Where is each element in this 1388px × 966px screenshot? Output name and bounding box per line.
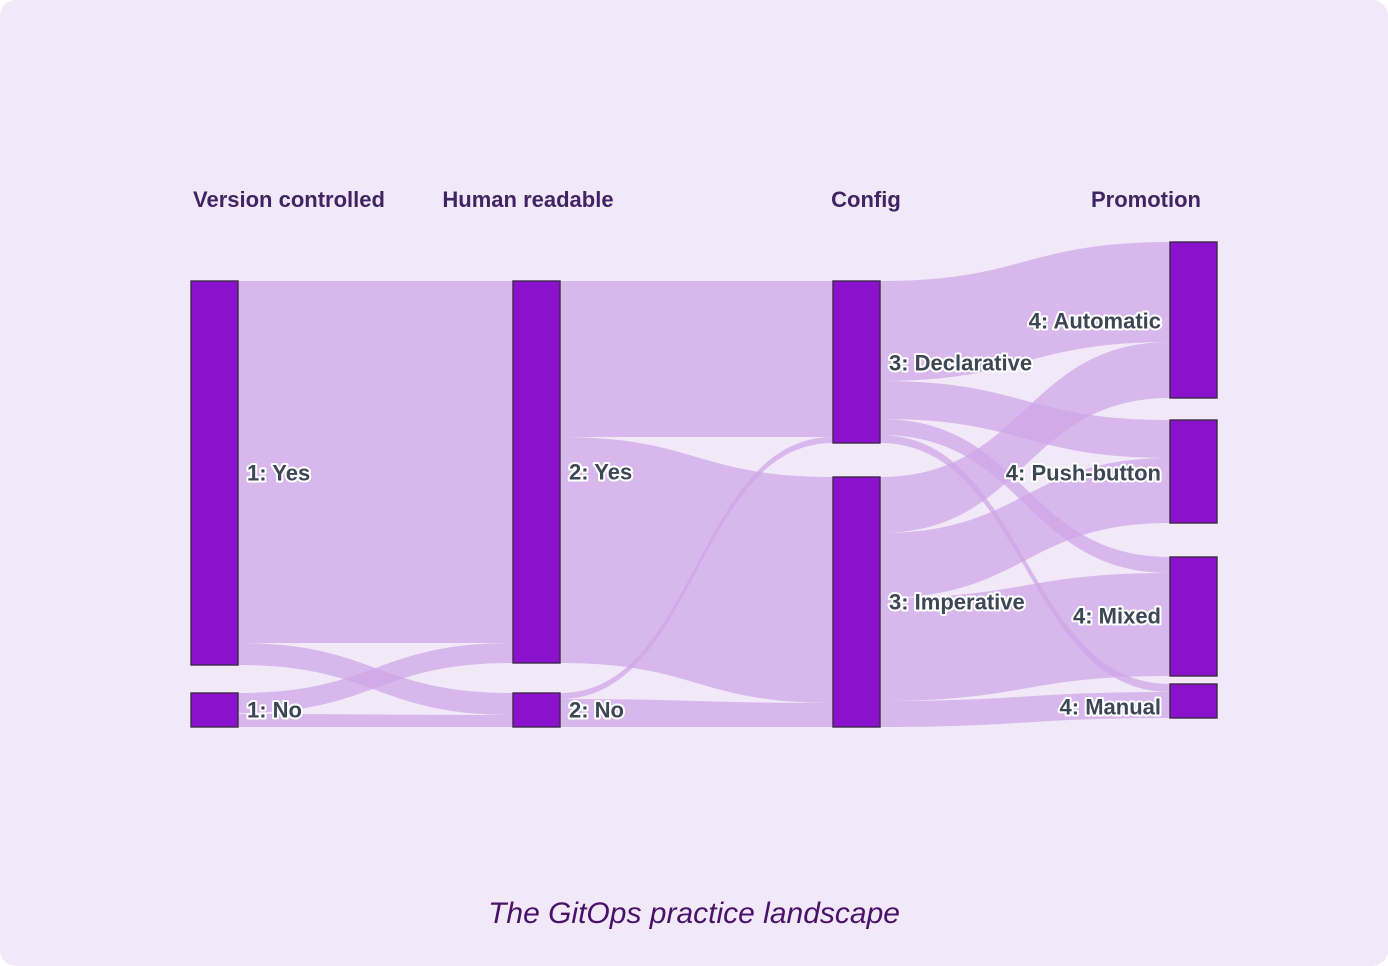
node-label-p_mixed: 4: Mixed bbox=[1073, 604, 1161, 629]
node-label-h_no: 2: No bbox=[569, 698, 624, 723]
link-v_no-h_yes bbox=[238, 643, 513, 713]
node-label-v_yes: 1: Yes bbox=[247, 461, 310, 486]
link-h_no-c_decl bbox=[560, 437, 833, 699]
node-label-h_yes: 2: Yes bbox=[569, 460, 632, 485]
link-c_imp-p_push bbox=[880, 458, 1170, 598]
node-h_yes bbox=[512, 280, 561, 664]
link-c_imp-p_mixed bbox=[880, 573, 1170, 701]
node-label-c_imp: 3: Imperative bbox=[889, 590, 1025, 615]
node-p_mixed bbox=[1169, 556, 1218, 677]
link-c_imp-p_manual bbox=[880, 692, 1170, 727]
node-h_no bbox=[512, 692, 561, 728]
node-c_imp bbox=[832, 476, 881, 728]
node-label-v_no: 1: No bbox=[247, 698, 302, 723]
link-h_no-c_imp bbox=[560, 699, 833, 727]
link-c_decl-p_auto bbox=[880, 242, 1170, 381]
node-label-c_decl: 3: Declarative bbox=[889, 351, 1032, 376]
node-label-p_push: 4: Push-button bbox=[1006, 461, 1161, 486]
link-v_yes-h_yes bbox=[238, 281, 513, 643]
link-h_yes-c_decl bbox=[560, 281, 833, 437]
column-header-3: Promotion bbox=[1091, 187, 1201, 212]
node-p_manual bbox=[1169, 683, 1218, 719]
link-c_decl-p_manual bbox=[880, 435, 1170, 692]
node-label-p_auto: 4: Automatic bbox=[1029, 309, 1161, 334]
node-p_auto bbox=[1169, 241, 1218, 399]
column-header-0: Version controlled bbox=[193, 187, 385, 212]
column-header-2: Config bbox=[831, 187, 901, 212]
node-p_push bbox=[1169, 419, 1218, 524]
link-c_imp-p_auto bbox=[880, 342, 1170, 533]
node-v_yes bbox=[190, 280, 239, 666]
chart-title: The GitOps practice landscape bbox=[488, 897, 900, 930]
link-v_no-h_no bbox=[238, 714, 513, 727]
node-v_no bbox=[190, 692, 239, 728]
column-header-1: Human readable bbox=[442, 187, 613, 212]
node-label-p_manual: 4: Manual bbox=[1060, 695, 1161, 720]
node-c_decl bbox=[832, 280, 881, 444]
